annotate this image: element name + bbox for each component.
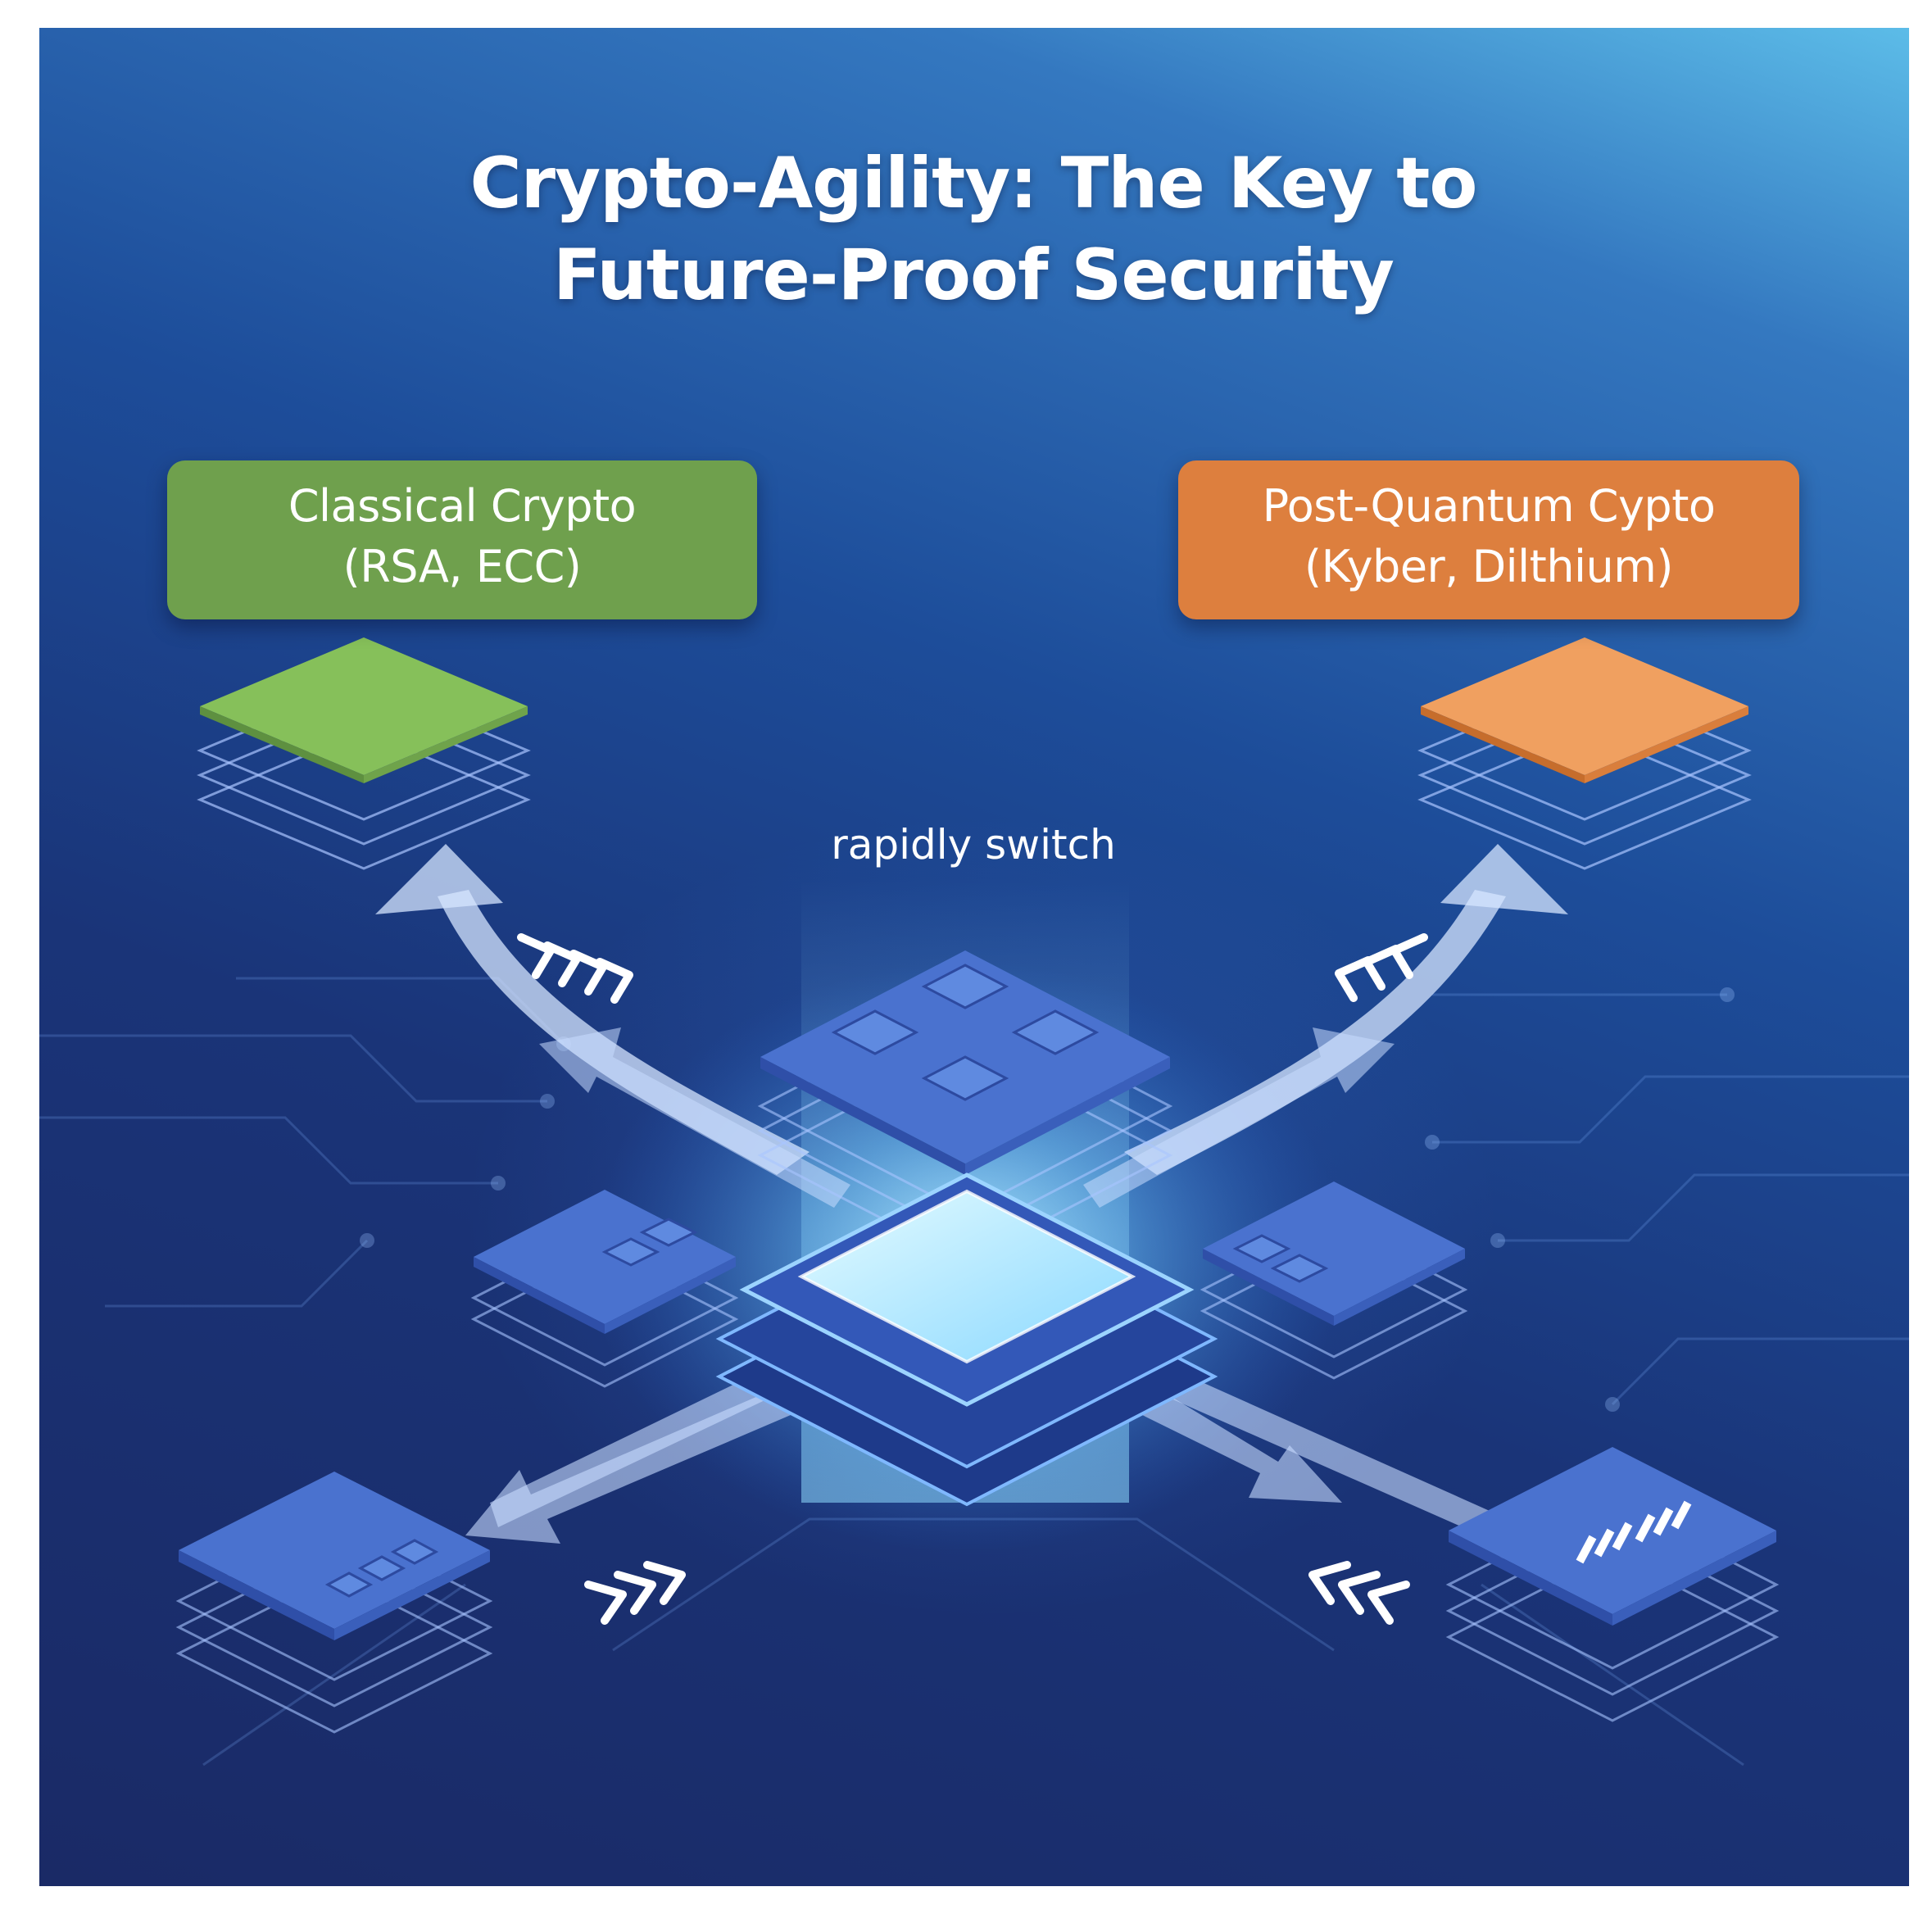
left-platform — [470, 1190, 739, 1388]
chevron-icon-bottom-left — [584, 1561, 686, 1625]
post-quantum-stack — [1417, 637, 1752, 870]
post-quantum-crypto-title: Post-Quantum Cypto — [1262, 480, 1716, 532]
post-quantum-crypto-examples: (Kyber, Dilthium) — [1304, 541, 1673, 592]
bottom-left-platform — [175, 1472, 493, 1734]
title-line-2: Future-Proof Security — [553, 234, 1395, 316]
classical-crypto-examples: (RSA, ECC) — [342, 541, 582, 592]
arrow-down-right — [1137, 1372, 1490, 1535]
arrow-to-classical — [375, 844, 810, 1175]
right-platform — [1200, 1182, 1468, 1380]
chevron-icon-top-right — [1335, 933, 1428, 1002]
chevron-icon-bottom-right — [1308, 1561, 1410, 1625]
center-top-platform — [757, 950, 1173, 1263]
arrow-up-right — [1083, 1027, 1395, 1208]
classical-crypto-title: Classical Crypto — [288, 480, 637, 532]
central-switch-chip — [715, 1172, 1218, 1507]
post-quantum-crypto-label: Post-Quantum Cypto (Kyber, Dilthium) — [1178, 460, 1799, 619]
arrow-to-post-quantum — [1124, 844, 1568, 1175]
chevron-icon-top-left — [517, 933, 633, 1004]
bottom-right-platform — [1445, 1447, 1780, 1722]
rapidly-switch-label: rapidly switch — [831, 821, 1116, 869]
classical-crypto-label: Classical Crypto (RSA, ECC) — [167, 460, 757, 619]
arrow-down-left — [465, 1372, 796, 1544]
title-line-1: Crypto-Agility: The Key to — [469, 143, 1478, 225]
classical-crypto-stack — [197, 637, 531, 870]
diagram-artwork — [39, 637, 1909, 1767]
slots-icon — [1576, 1500, 1692, 1564]
diagram-panel: Crypto-Agility: The Key to Future-Proof … — [39, 28, 1909, 1886]
